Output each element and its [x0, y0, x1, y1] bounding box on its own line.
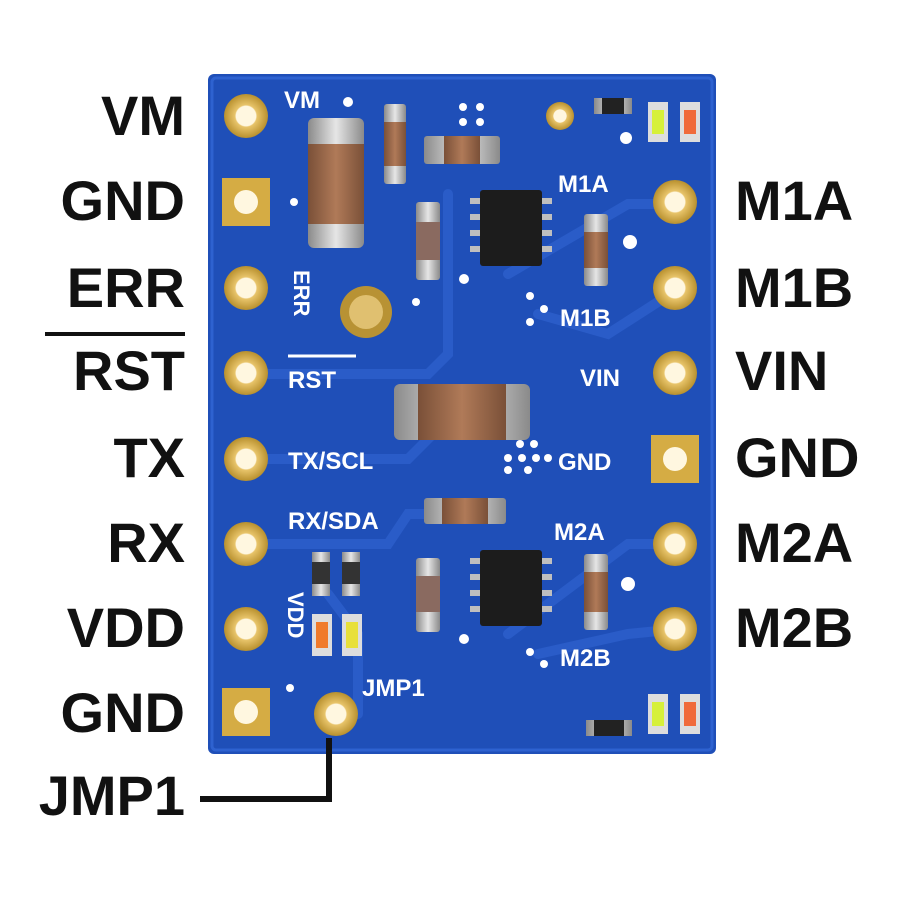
label-m1a: M1A — [735, 169, 854, 232]
silk-jmp1: JMP1 — [362, 675, 425, 702]
left-header-pads — [222, 94, 358, 736]
label-m1b: M1B — [735, 256, 854, 319]
motor-driver-board: VM ERR RST TX/SCL RX/SDA VDD JMP1 M1A M1… — [208, 74, 716, 754]
jmp1-leader-vertical — [326, 738, 332, 802]
label-gnd-top: GND — [60, 169, 185, 232]
label-jmp1: JMP1 — [38, 764, 185, 827]
pad-jmp1 — [314, 692, 358, 736]
label-gnd-right: GND — [735, 426, 860, 489]
silk-rst: RST — [288, 367, 336, 394]
label-vin: VIN — [735, 339, 829, 402]
pad-vin — [653, 351, 697, 395]
silk-rx-sda: RX/SDA — [288, 508, 379, 535]
pad-rx — [224, 522, 268, 566]
label-m2b: M2B — [735, 596, 854, 659]
label-m2a: M2A — [735, 511, 854, 574]
silk-vin: VIN — [580, 365, 620, 392]
label-vm: VM — [101, 84, 185, 147]
rst-overline — [45, 332, 185, 336]
vias — [286, 97, 637, 692]
pad-vdd — [224, 607, 268, 651]
label-rx: RX — [107, 511, 185, 574]
silk-vdd: VDD — [283, 592, 308, 638]
pad-err — [224, 266, 268, 310]
jmp1-leader-horizontal — [200, 796, 332, 802]
right-header-pads — [546, 102, 699, 651]
silk-err: ERR — [289, 270, 314, 317]
driver-ic-1 — [470, 190, 552, 266]
silk-m1a: M1A — [558, 171, 609, 198]
label-vdd: VDD — [66, 596, 185, 659]
pad-tx — [224, 437, 268, 481]
label-tx: TX — [113, 426, 185, 489]
passive-components — [312, 98, 632, 736]
silk-tx-scl: TX/SCL — [288, 448, 373, 475]
bulk-capacitor — [308, 118, 364, 248]
pad-m2a — [653, 522, 697, 566]
silk-m1b: M1B — [560, 305, 611, 332]
silk-vm: VM — [284, 87, 320, 114]
pad-vm — [224, 94, 268, 138]
pad-m2b — [653, 607, 697, 651]
label-rst: RST — [73, 339, 185, 402]
label-err: ERR — [66, 256, 185, 319]
silk-gnd: GND — [558, 449, 611, 476]
status-leds — [312, 102, 700, 734]
silk-m2b: M2B — [560, 645, 611, 672]
silk-m2a: M2A — [554, 519, 605, 546]
pad-rst — [224, 351, 268, 395]
pad-m1b — [653, 266, 697, 310]
label-gnd-bottom: GND — [60, 681, 185, 744]
driver-ic-2 — [470, 550, 552, 626]
pad-m1a — [653, 180, 697, 224]
mounting-hole — [340, 286, 392, 338]
board-illustration: VM ERR RST TX/SCL RX/SDA VDD JMP1 M1A M1… — [208, 74, 716, 754]
